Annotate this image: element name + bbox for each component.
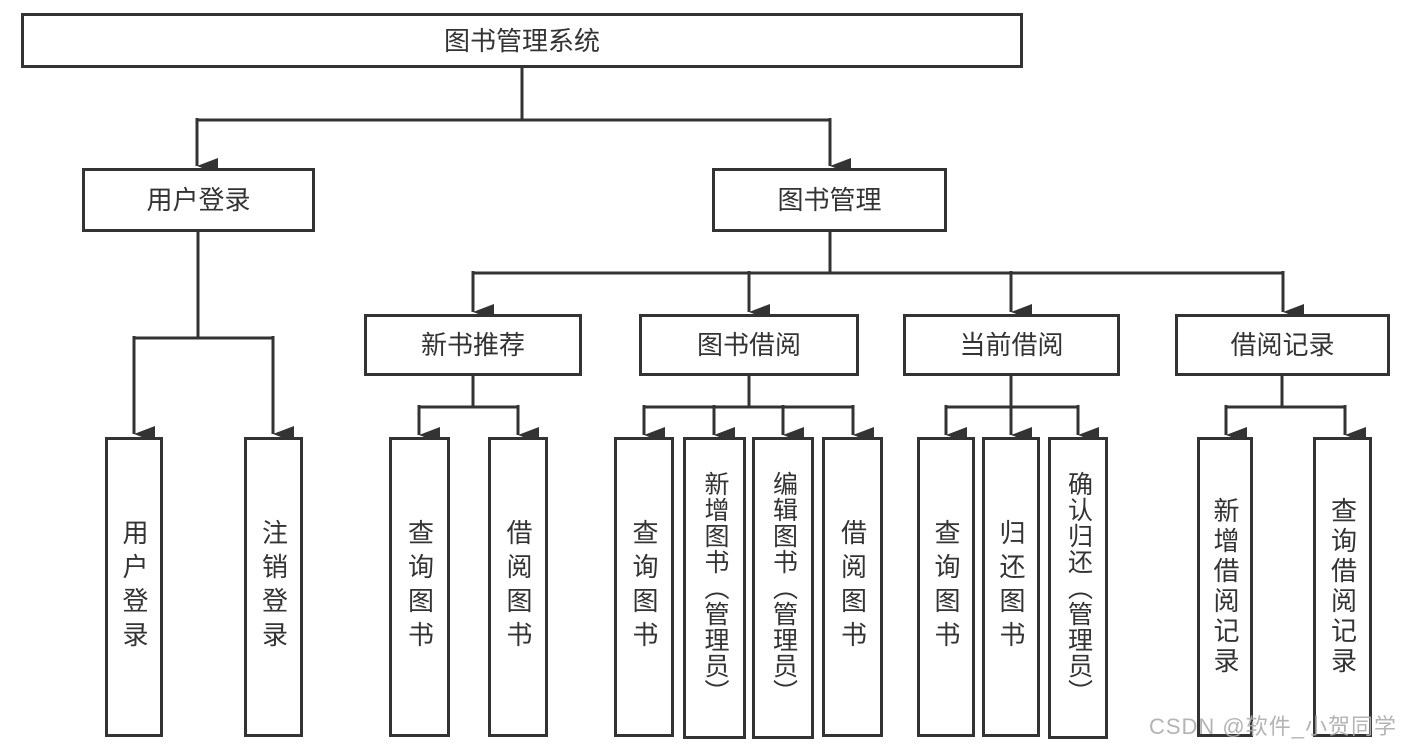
- leaf-add-book-admin: 新增图书（管理员）: [683, 437, 746, 739]
- leaf-user-login: 用户登录: [105, 437, 163, 737]
- leaf-query-borrow-record: 查询借阅记录: [1313, 437, 1372, 737]
- leaf-query-books-current: 查询图书: [917, 437, 975, 737]
- leaf-edit-book-admin: 编辑图书（管理员）: [752, 437, 814, 739]
- node-library-system: 图书管理系统: [21, 13, 1023, 68]
- leaf-return-books: 归还图书: [982, 437, 1040, 737]
- node-borrowing-records: 借阅记录: [1175, 314, 1390, 376]
- node-user-login-branch: 用户登录: [82, 168, 315, 232]
- leaf-borrow-books-recommend: 借阅图书: [488, 437, 548, 737]
- leaf-query-books-recommend: 查询图书: [389, 437, 450, 737]
- leaf-borrow-books-borrowing: 借阅图书: [822, 437, 883, 737]
- leaf-logout: 注销登录: [244, 437, 303, 737]
- leaf-add-borrow-record: 新增借阅记录: [1197, 437, 1253, 737]
- leaf-query-books-borrowing: 查询图书: [614, 437, 674, 737]
- node-current-borrowing: 当前借阅: [903, 314, 1120, 376]
- leaf-confirm-return-admin: 确认归还（管理员）: [1048, 437, 1108, 739]
- node-book-borrowing: 图书借阅: [639, 314, 859, 376]
- watermark: CSDN @软件_小贺同学: [1148, 714, 1397, 739]
- node-book-management-branch: 图书管理: [712, 168, 947, 232]
- node-new-book-recommend: 新书推荐: [364, 314, 582, 376]
